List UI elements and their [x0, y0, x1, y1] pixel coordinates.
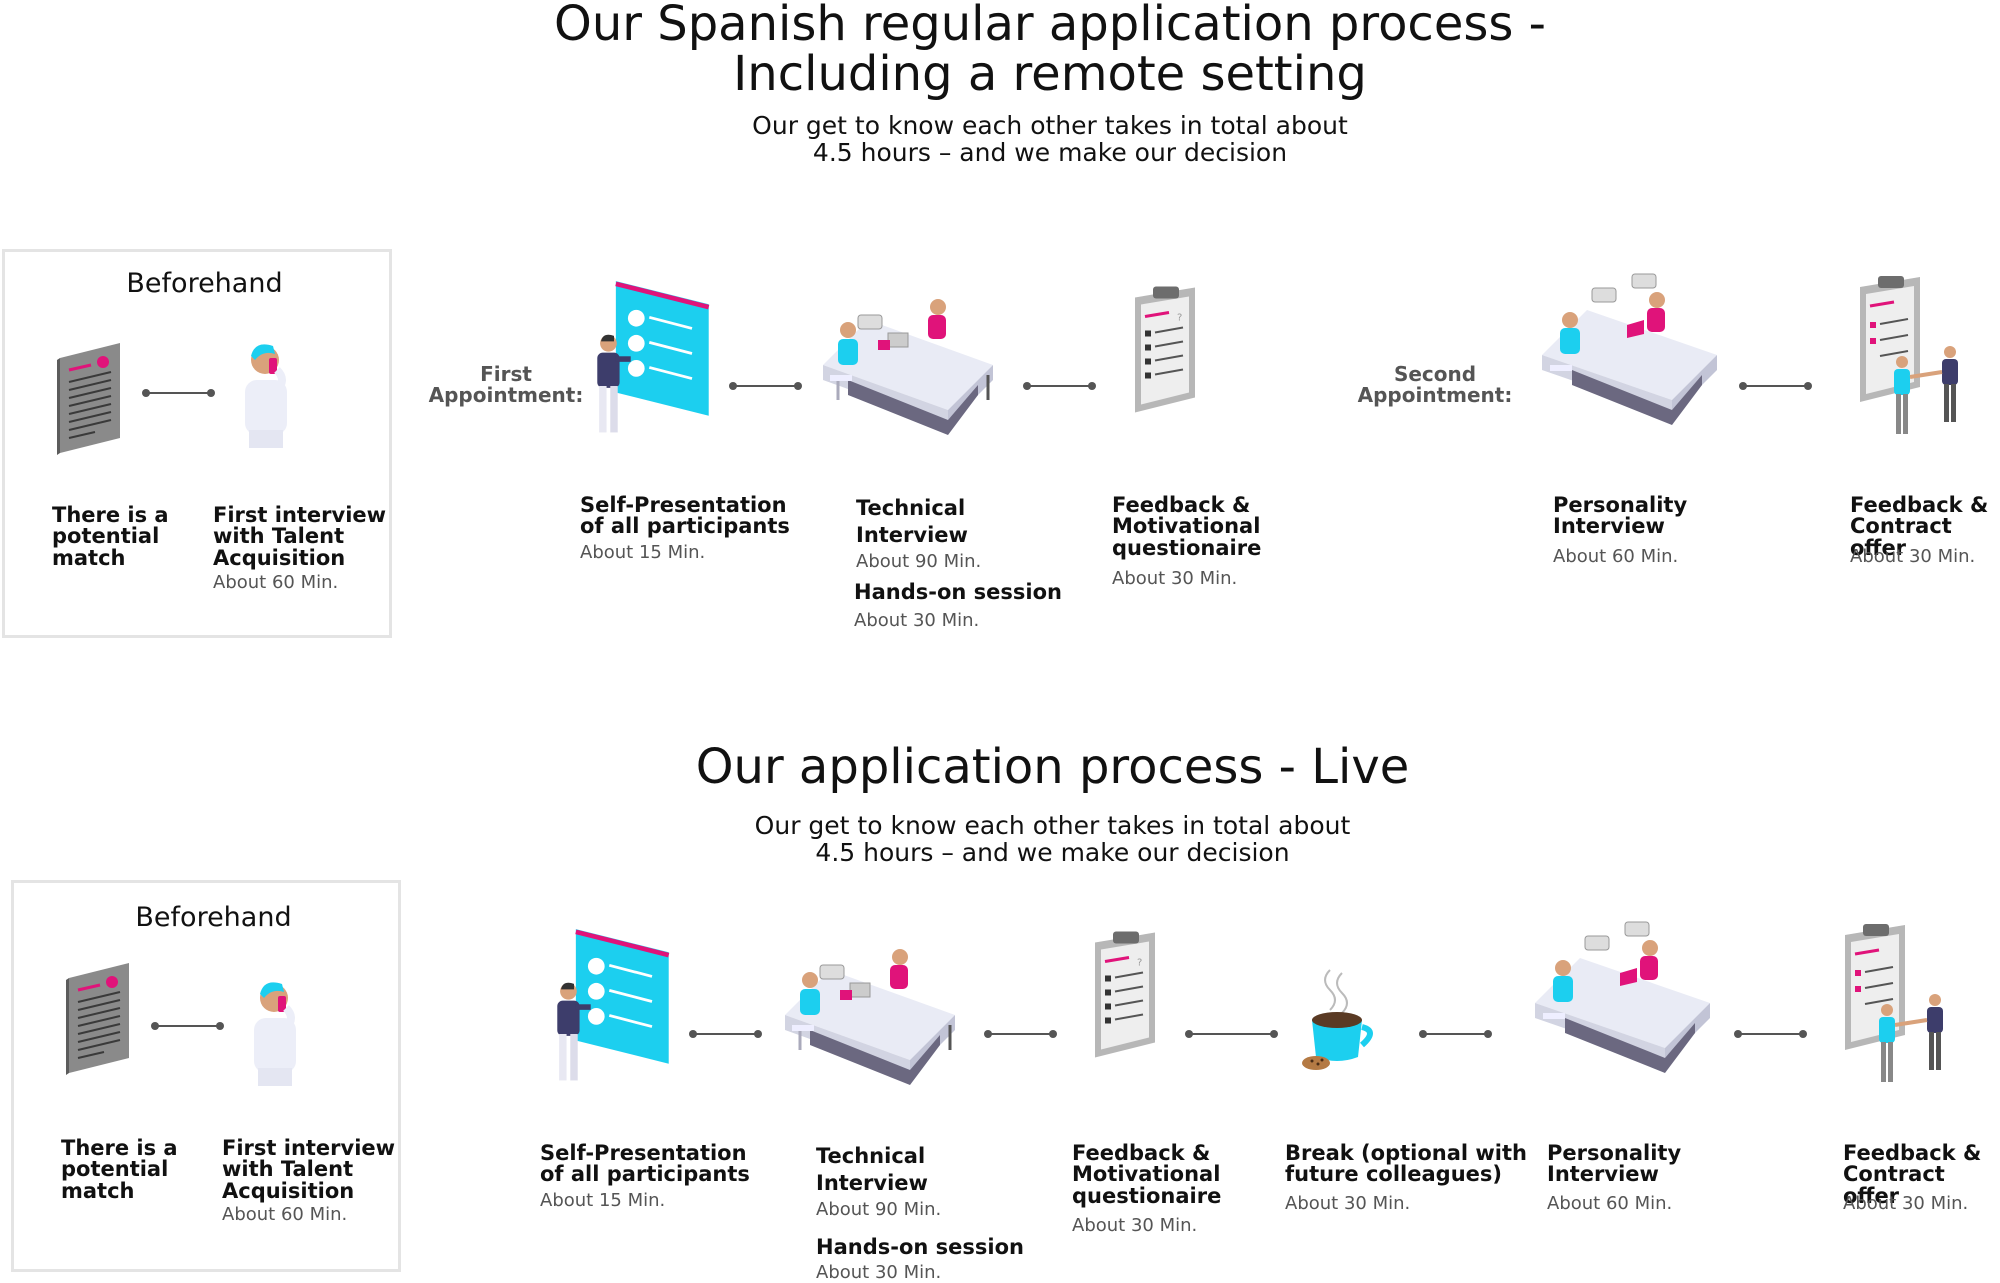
step-self-presentation-time: About 15 Min. — [580, 542, 706, 563]
beforehand-box-live — [11, 880, 401, 1272]
presentation-board-icon — [588, 270, 718, 450]
connector-line — [689, 1030, 762, 1038]
connector-line — [1023, 382, 1096, 390]
step-self-presentation: Self-Presentation of all participants — [580, 493, 790, 539]
step-potential-match: There is a potential match — [52, 503, 169, 570]
section-remote-subtitle-line2: 4.5 hours – and we make our decision — [812, 138, 1288, 167]
first-appointment-label: First Appointment: — [428, 362, 584, 407]
step-self-presentation-time: About 15 Min. — [540, 1190, 666, 1211]
phone-call-person-icon — [234, 968, 314, 1088]
clipboard-questionnaire-icon — [1085, 920, 1165, 1075]
step-feedback-questionnaire: Feedback & Motivational questionaire — [1072, 1141, 1222, 1208]
beforehand-box-remote — [2, 249, 392, 638]
connector-line — [142, 389, 215, 397]
connector-line — [984, 1030, 1057, 1038]
connector-line — [1185, 1030, 1278, 1038]
section-remote-title-line1: Our Spanish regular application process … — [554, 0, 1546, 52]
beforehand-title-remote: Beforehand — [126, 268, 283, 299]
step-self-presentation: Self-Presentation of all participants — [540, 1141, 750, 1187]
clipboard-questionnaire-icon — [1125, 275, 1205, 430]
step-potential-match: There is a potential match — [61, 1136, 178, 1203]
step-contract-offer: Feedback & Contract offer — [1850, 493, 1989, 560]
step-hands-on: Hands-on session — [854, 580, 1062, 604]
connector-line — [1739, 382, 1812, 390]
coffee-break-icon — [1300, 965, 1380, 1075]
step-technical-interview-time: About 90 Min. — [856, 551, 982, 572]
step-break: Break (optional with future colleagues) — [1285, 1141, 1527, 1187]
cv-document-icon — [55, 338, 125, 458]
connector-line — [151, 1022, 224, 1030]
step-first-interview-time: About 60 Min. — [222, 1204, 348, 1225]
connector-line — [1419, 1030, 1492, 1038]
step-hands-on-time: About 30 Min. — [854, 610, 980, 631]
section-remote-subtitle-line1: Our get to know each other takes in tota… — [752, 111, 1348, 140]
phone-call-person-icon — [225, 330, 305, 450]
desk-personality-interview-icon — [1525, 918, 1715, 1088]
step-technical-interview: Technical Interview — [856, 496, 968, 547]
connector-line — [729, 382, 802, 390]
step-personality-interview: Personality Interview — [1547, 1141, 1682, 1187]
step-first-interview: First interview with Talent Acquisition — [213, 503, 387, 570]
step-technical-interview: Technical Interview — [816, 1144, 928, 1195]
desk-interview-icon — [818, 285, 998, 445]
step-contract-offer-time: About 30 Min. — [1843, 1193, 1969, 1214]
contract-handshake-icon — [1850, 272, 1970, 452]
contract-handshake-icon — [1835, 920, 1955, 1100]
step-hands-on-time: About 30 Min. — [816, 1262, 942, 1283]
step-first-interview: First interview with Talent Acquisition — [222, 1136, 396, 1203]
section-live-subtitle-line1: Our get to know each other takes in tota… — [754, 811, 1351, 840]
step-technical-interview-time: About 90 Min. — [816, 1199, 942, 1220]
connector-line — [1734, 1030, 1807, 1038]
step-hands-on: Hands-on session — [816, 1235, 1024, 1259]
cv-document-icon — [64, 958, 134, 1078]
step-personality-interview-time: About 60 Min. — [1547, 1193, 1673, 1214]
step-personality-interview: Personality Interview — [1553, 493, 1688, 539]
step-contract-offer-time: About 30 Min. — [1850, 546, 1976, 567]
step-feedback-questionnaire-time: About 30 Min. — [1112, 568, 1238, 589]
step-feedback-questionnaire: Feedback & Motivational questionaire — [1112, 493, 1262, 560]
section-remote-title-line2: Including a remote setting — [733, 46, 1367, 102]
step-first-interview-time: About 60 Min. — [213, 572, 339, 593]
step-personality-interview-time: About 60 Min. — [1553, 546, 1679, 567]
second-appointment-label: Second Appointment: — [1357, 362, 1513, 407]
desk-interview-icon — [780, 935, 960, 1095]
section-live-subtitle-line2: 4.5 hours – and we make our decision — [815, 838, 1290, 867]
step-feedback-questionnaire-time: About 30 Min. — [1072, 1215, 1198, 1236]
desk-personality-interview-icon — [1532, 270, 1722, 440]
presentation-board-icon — [548, 918, 678, 1098]
step-contract-offer: Feedback & Contract offer — [1843, 1141, 1982, 1208]
beforehand-title-live: Beforehand — [135, 902, 292, 933]
section-live-title: Our application process - Live — [695, 739, 1410, 795]
step-break-time: About 30 Min. — [1285, 1193, 1411, 1214]
